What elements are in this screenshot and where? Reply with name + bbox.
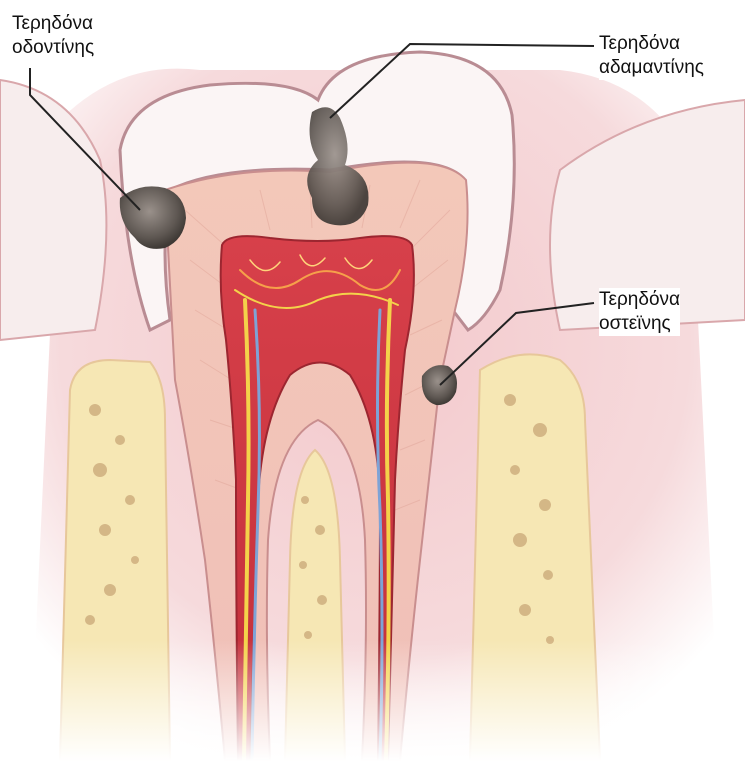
label-dentin-caries: Τερηδόνα οδοντίνης	[12, 12, 94, 60]
label-cementum-caries-line2: οστεϊνης	[599, 312, 680, 336]
label-dentin-caries-line2: οδοντίνης	[12, 36, 94, 60]
bottom-fade	[0, 640, 745, 761]
label-enamel-caries: Τερηδόνα αδαμαντίνης	[599, 32, 704, 80]
label-enamel-caries-line1: Τερηδόνα	[599, 32, 704, 56]
label-cementum-caries: Τερηδόνα οστεϊνης	[599, 288, 680, 336]
label-cementum-caries-line1: Τερηδόνα	[599, 288, 680, 312]
label-dentin-caries-line1: Τερηδόνα	[12, 12, 94, 36]
label-enamel-caries-line2: αδαμαντίνης	[599, 56, 704, 80]
